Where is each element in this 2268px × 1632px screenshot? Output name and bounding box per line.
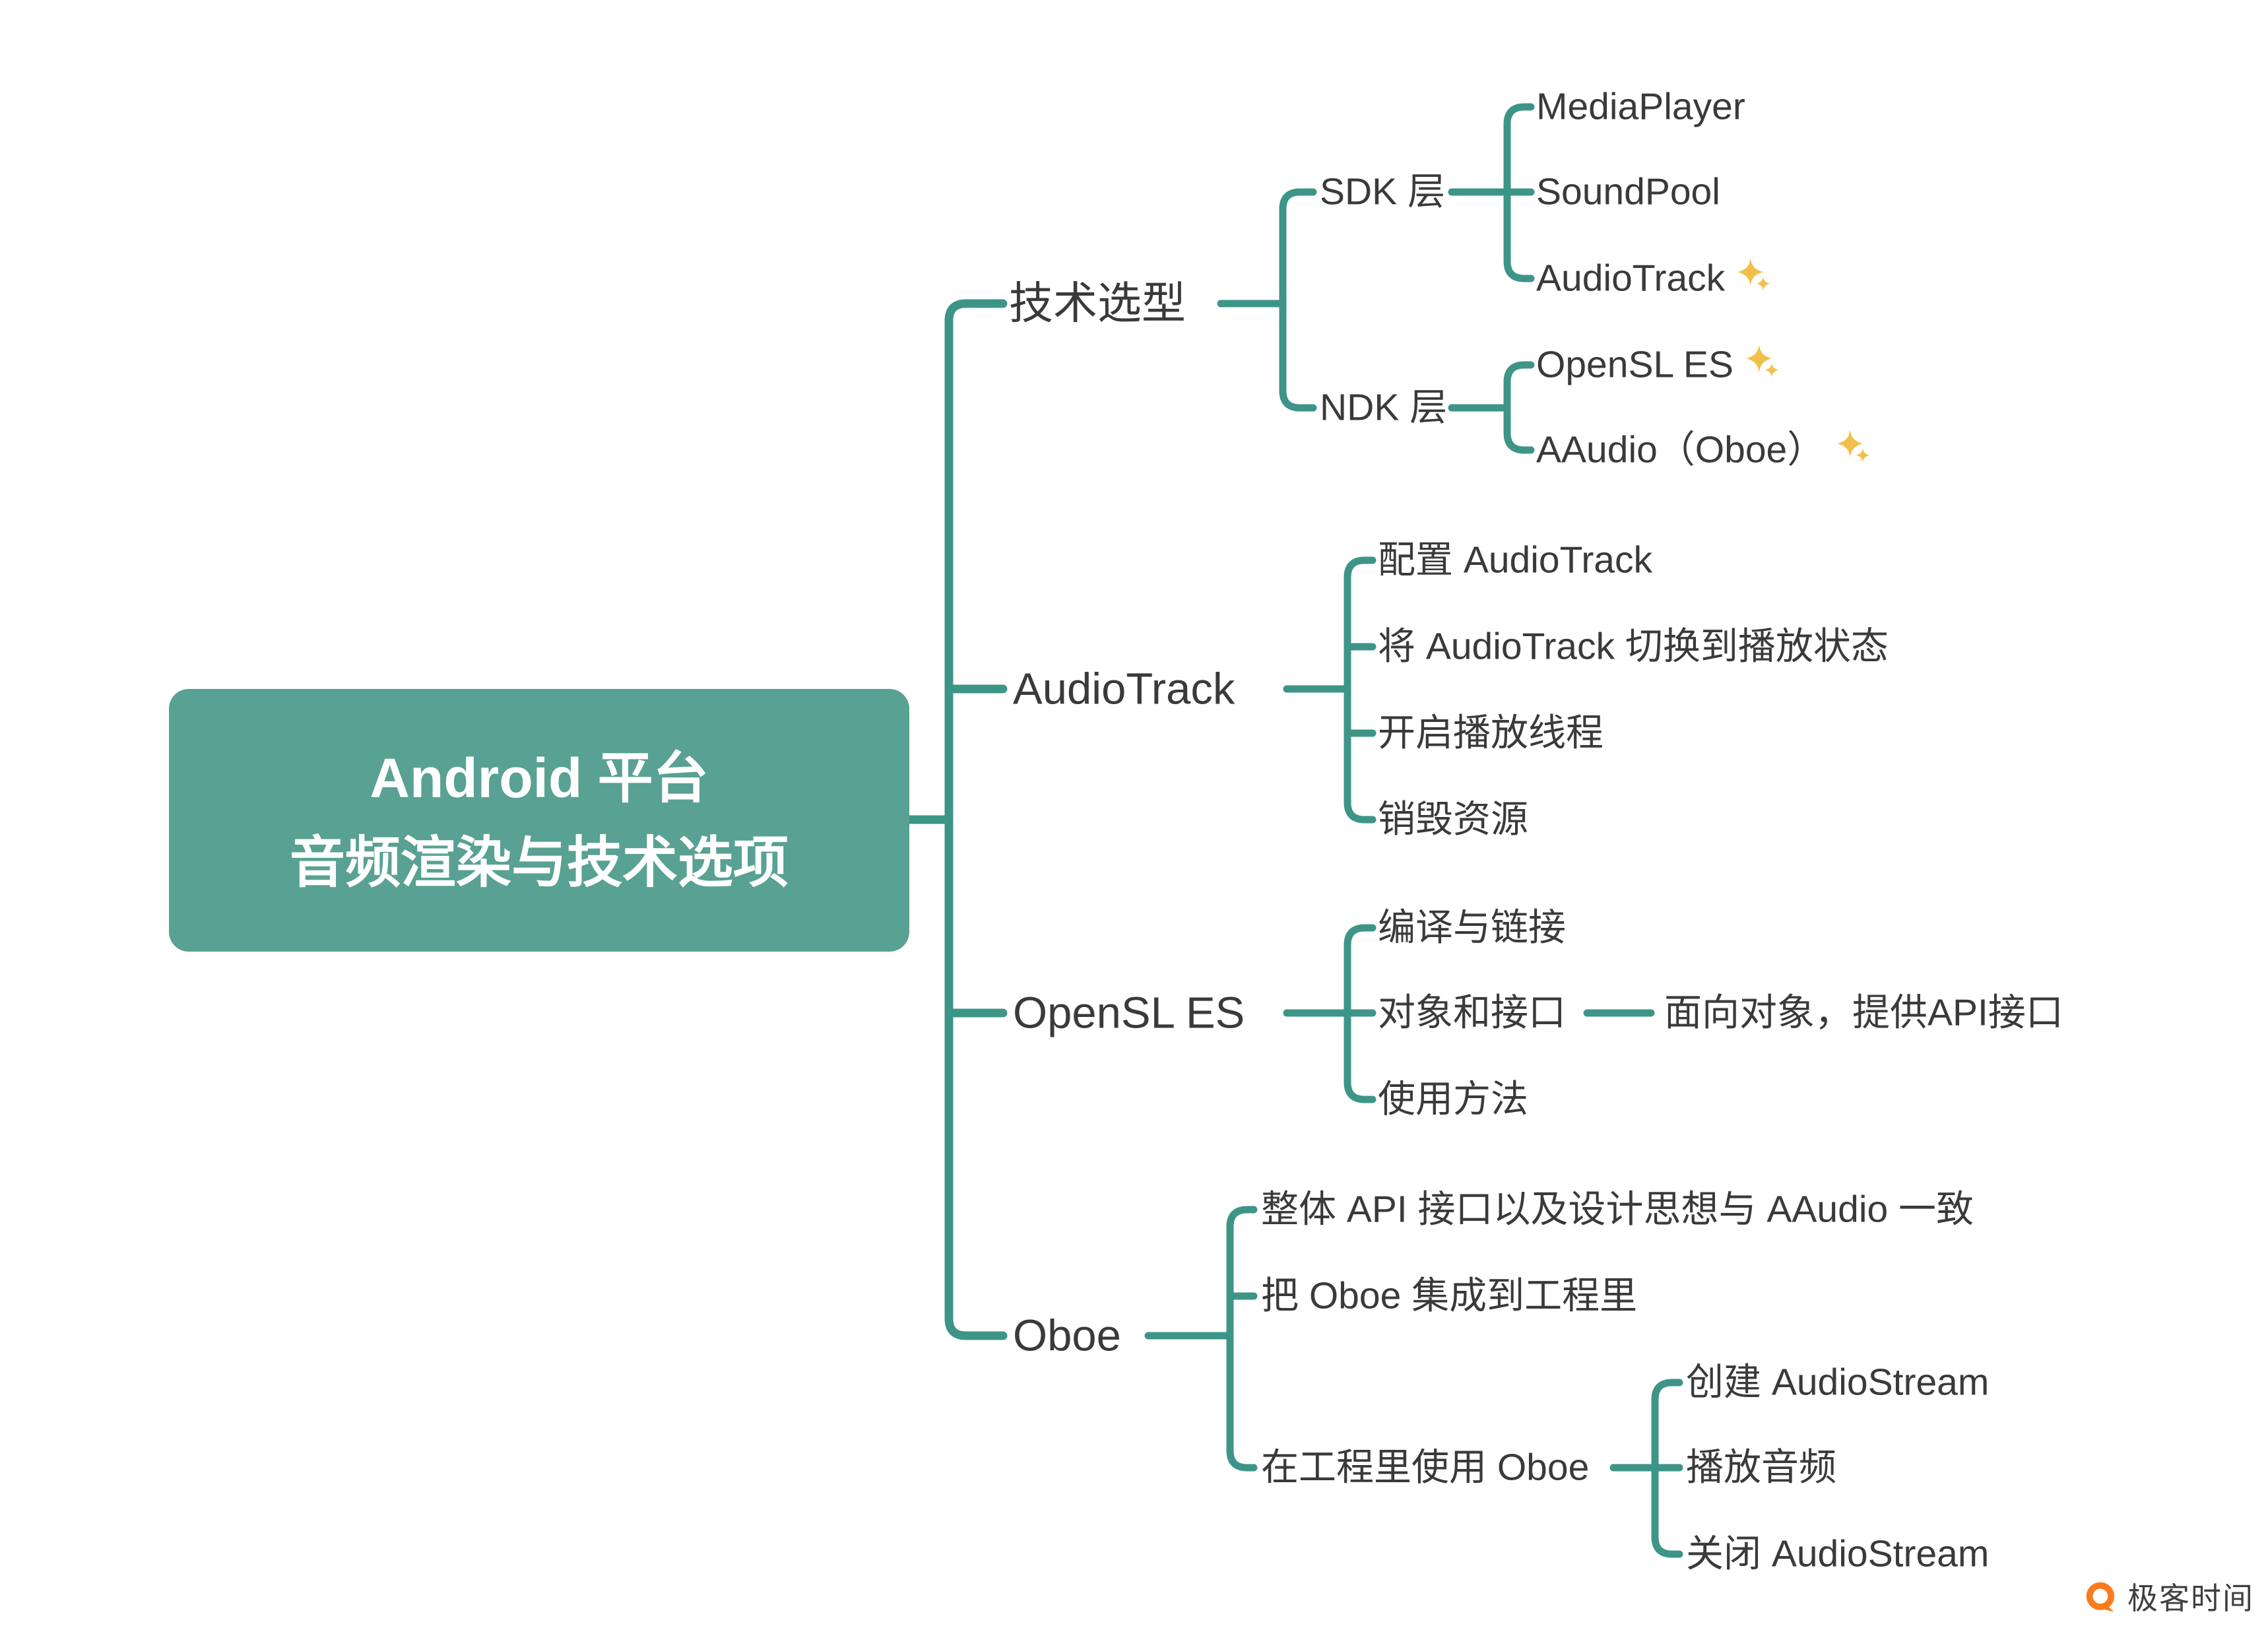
topic-audiotrack-sdk: AudioTrack <box>1536 257 1772 300</box>
connector-path <box>944 299 1008 1340</box>
topic-label: 配置 AudioTrack <box>1378 539 1653 581</box>
connector-path <box>1503 361 1535 454</box>
topic-integrate-oboe: 把 Oboe 集成到工程里 <box>1261 1274 1638 1317</box>
topic-use-oboe-in-project: 在工程里使用 Oboe <box>1261 1449 1589 1487</box>
topic-label: 编译与链接 <box>1378 906 1566 949</box>
topic-label: 技术选型 <box>1009 278 1186 329</box>
topic-compile-link: 编译与链接 <box>1378 909 1566 947</box>
root-title-line2: 音频渲染与技术选项 <box>289 832 789 894</box>
topic-start-playback-thread: 开启播放线程 <box>1378 711 1604 754</box>
topic-oboe: Oboe <box>1013 1314 1121 1358</box>
topic-opensl-es-ndk: OpenSL ES <box>1536 343 1781 386</box>
topic-tech-selection: 技术选型 <box>1009 282 1186 326</box>
topic-label: OpenSL ES <box>1013 988 1245 1038</box>
topic-label: 对象和接口 <box>1378 991 1566 1034</box>
topic-label: NDK 层 <box>1320 386 1448 429</box>
sparkle-icon <box>1737 257 1770 291</box>
connector-path <box>1344 556 1377 824</box>
topic-label: 关闭 AudioStream <box>1686 1532 1990 1575</box>
topic-label: AudioTrack <box>1536 257 1726 300</box>
topic-label: 播放音频 <box>1686 1446 1836 1489</box>
sparkle-icon <box>1837 429 1870 463</box>
topic-objects-interfaces: 对象和接口 <box>1378 991 1566 1034</box>
topic-play-audio: 播放音频 <box>1686 1449 1836 1487</box>
topic-label: SoundPool <box>1536 170 1720 213</box>
topic-label: 整体 API 接口以及设计思想与 AAudio 一致 <box>1261 1188 1974 1231</box>
geektime-logo-icon <box>2086 1582 2115 1612</box>
topic-api-design-aaudio: 整体 API 接口以及设计思想与 AAudio 一致 <box>1261 1191 1974 1229</box>
topic-label: 销毁资源 <box>1378 798 1528 841</box>
connector-path <box>1226 1206 1258 1472</box>
topic-usage: 使用方法 <box>1378 1078 1528 1121</box>
topic-label: 开启播放线程 <box>1378 711 1604 754</box>
topic-label: MediaPlayer <box>1536 85 1745 128</box>
topic-destroy-resources: 销毁资源 <box>1378 798 1528 841</box>
connectors-group <box>905 103 1683 1558</box>
connector-path <box>1279 188 1317 412</box>
topic-ndk-layer: NDK 层 <box>1320 389 1447 427</box>
topic-label: OpenSL ES <box>1536 343 1733 386</box>
topic-soundpool: SoundPool <box>1536 170 1720 213</box>
topic-audiotrack: AudioTrack <box>1013 667 1235 711</box>
topic-mediaplayer: MediaPlayer <box>1536 88 1745 126</box>
topic-label: Oboe <box>1013 1311 1121 1361</box>
sparkle-icon <box>1746 344 1779 377</box>
topic-label: AAudio（Oboe） <box>1536 428 1825 471</box>
topic-label: SDK 层 <box>1320 170 1446 213</box>
brand-watermark: 极客时间 <box>2084 1581 2254 1616</box>
topic-label: 创建 AudioStream <box>1686 1361 1990 1404</box>
topic-label: 面向对象，提供API接口 <box>1664 991 2063 1034</box>
topic-close-audiostream: 关闭 AudioStream <box>1686 1532 1990 1575</box>
topic-label: 把 Oboe 集成到工程里 <box>1261 1274 1638 1317</box>
topic-label: 将 AudioTrack 切换到播放状态 <box>1378 625 1889 668</box>
topic-object-oriented-api: 面向对象，提供API接口 <box>1664 991 2063 1034</box>
topic-label: 在工程里使用 Oboe <box>1261 1446 1590 1489</box>
topic-create-audiostream: 创建 AudioStream <box>1686 1361 1990 1404</box>
topic-label: AudioTrack <box>1013 664 1235 714</box>
topic-sdk-layer: SDK 层 <box>1320 170 1446 213</box>
root-topic: Android 平台 音频渲染与技术选项 <box>169 689 909 952</box>
topic-opensl-es: OpenSL ES <box>1013 991 1245 1035</box>
root-title-line1: Android 平台 <box>370 747 709 809</box>
topic-aaudio-oboe: AAudio（Oboe） <box>1536 428 1872 471</box>
topic-configure-audiotrack: 配置 AudioTrack <box>1378 539 1653 581</box>
topic-switch-playback-state: 将 AudioTrack 切换到播放状态 <box>1378 628 1889 666</box>
topic-label: 使用方法 <box>1378 1078 1528 1121</box>
brand-name: 极客时间 <box>2127 1581 2254 1616</box>
